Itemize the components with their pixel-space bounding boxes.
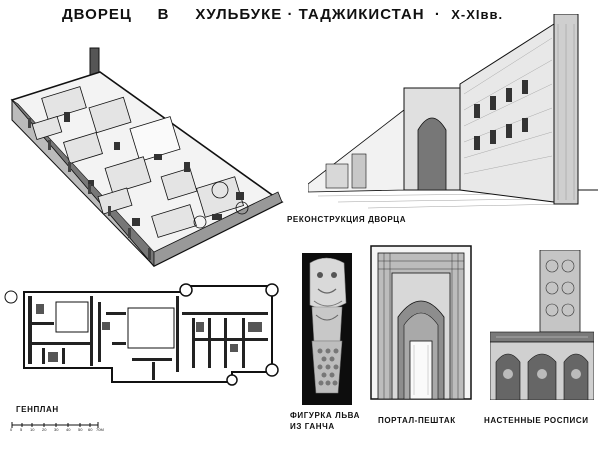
title-separator: · <box>434 6 441 23</box>
lion-figurine-image <box>302 253 352 405</box>
general-plan-drawing <box>2 282 292 392</box>
reconstruction-drawing <box>308 14 598 212</box>
caption-lion-line1: ФИГУРКА ЛЬВА <box>290 411 361 420</box>
scale-bar <box>10 421 100 443</box>
title-century: X-XIвв. <box>451 7 504 22</box>
title-word-palace: ДВОРЕЦ <box>62 6 132 23</box>
title-separator: · <box>287 6 294 23</box>
wall-paintings-drawing <box>490 250 594 400</box>
scale-tick-label: 50 <box>78 427 83 432</box>
title-word-in: В <box>157 6 170 23</box>
axonometric-drawing <box>4 42 286 268</box>
caption-murals: НАСТЕННЫЕ РОСПИСИ <box>484 416 589 425</box>
caption-reconstruction: РЕКОНСТРУКЦИЯ ДВОРЦА <box>287 215 407 224</box>
scale-tick-label: 20 <box>42 427 47 432</box>
scale-tick-label: 60 <box>88 427 93 432</box>
scale-tick-label: 70M <box>96 427 104 432</box>
title-word-tajikistan: ТАДЖИКИСТАН <box>298 6 425 23</box>
caption-genplan: ГЕНПЛАН <box>16 405 59 414</box>
title-word-hulbuk: ХУЛЬБУКЕ <box>195 6 283 23</box>
scale-tick-label: 30 <box>54 427 59 432</box>
scale-tick-label: 0 <box>10 427 13 432</box>
caption-lion-line2: ИЗ ГАНЧА <box>290 422 335 431</box>
caption-portal: ПОРТАЛ-ПЕШТАК <box>378 416 456 425</box>
page-title: ДВОРЕЦ В ХУЛЬБУКЕ · ТАДЖИКИСТАН · X-XIвв… <box>62 6 522 23</box>
scale-tick-label: 40 <box>66 427 71 432</box>
portal-drawing <box>370 245 472 400</box>
scale-tick-label: 5 <box>20 427 23 432</box>
scale-tick-label: 10 <box>30 427 35 432</box>
